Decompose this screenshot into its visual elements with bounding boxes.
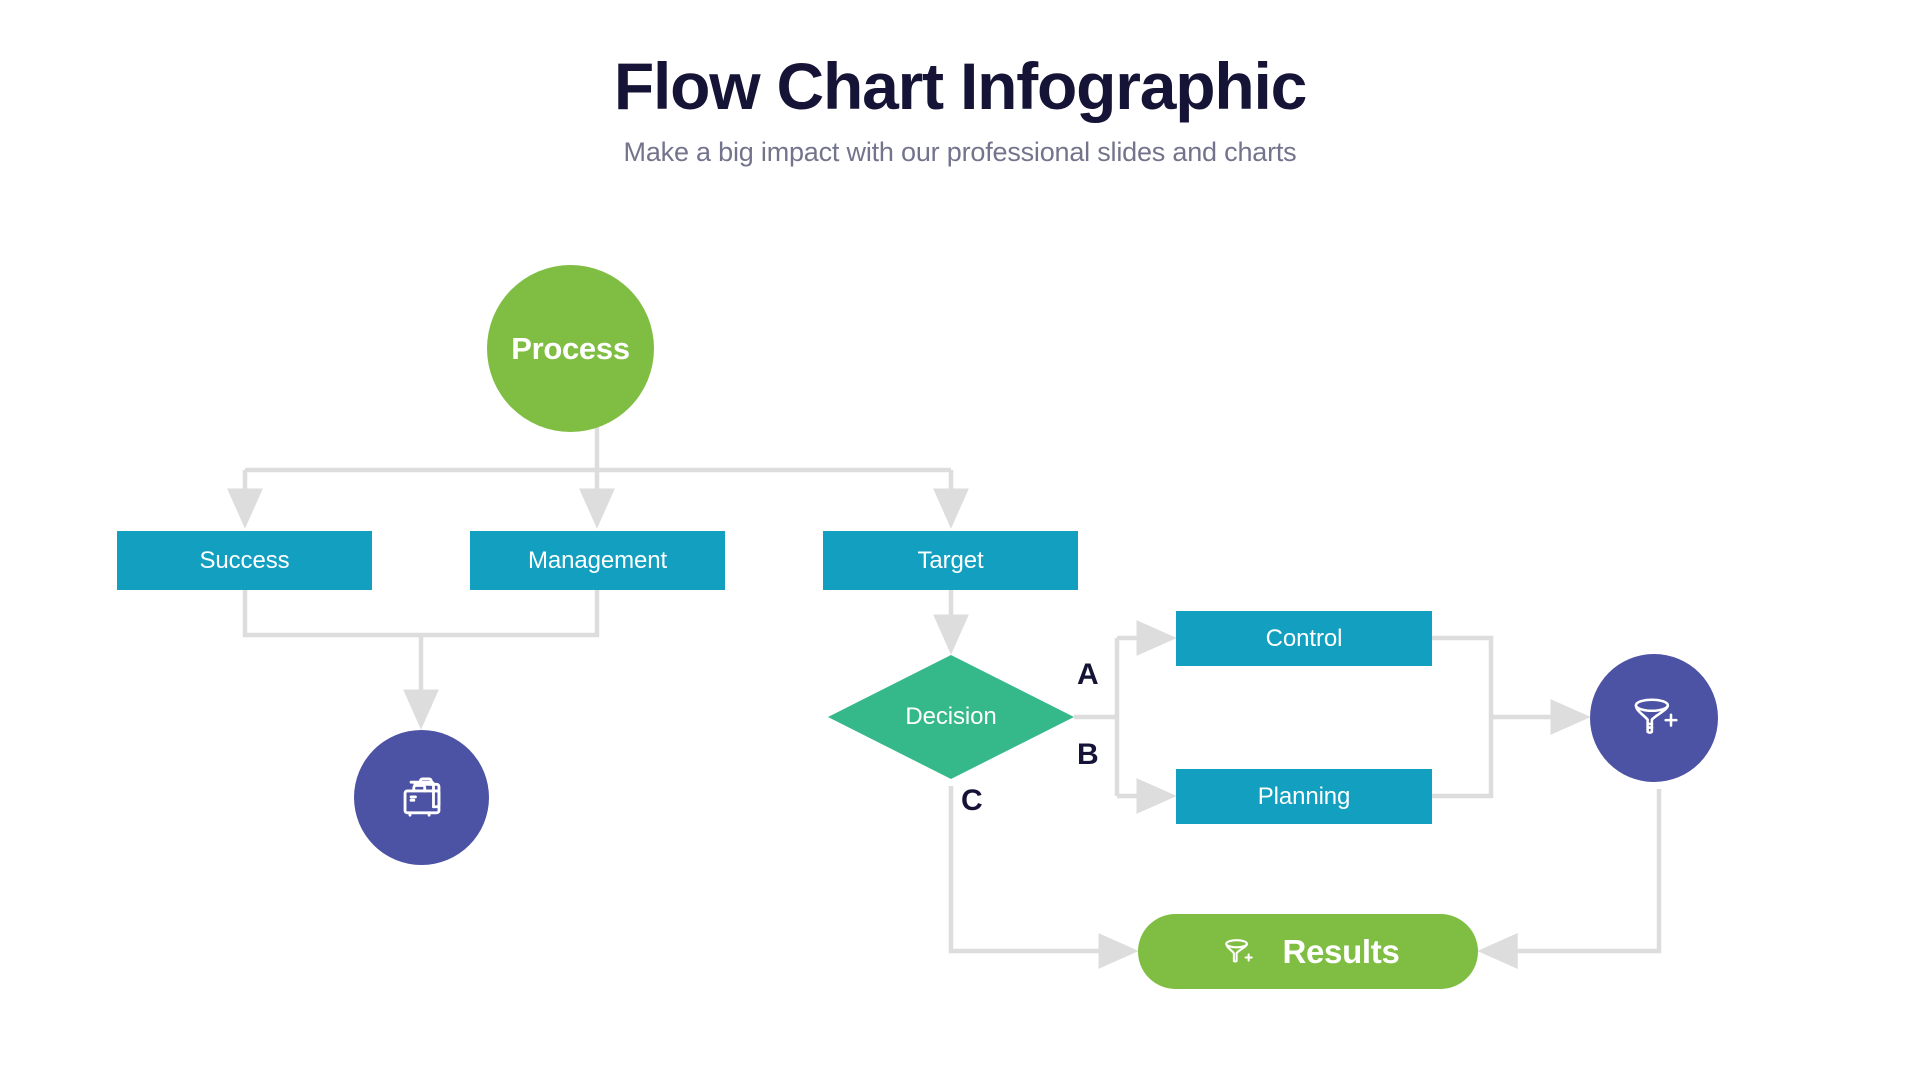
node-target-label: Target <box>917 546 984 574</box>
page-title: Flow Chart Infographic <box>613 49 1307 123</box>
node-decision[interactable]: Decision <box>828 655 1074 779</box>
edge-merge-bus <box>242 590 600 638</box>
branch-label-a: A <box>1077 658 1099 691</box>
node-planning-label: Planning <box>1257 782 1351 810</box>
node-success[interactable]: Success <box>117 531 372 590</box>
header: Flow Chart Infographic Make a big impact… <box>0 49 1920 168</box>
node-management[interactable]: Management <box>470 531 725 590</box>
node-planning[interactable]: Planning <box>1176 769 1432 824</box>
edge-cp-merge <box>1432 635 1494 799</box>
node-management-label: Management <box>527 546 668 574</box>
funnel-plus-icon <box>1225 938 1254 962</box>
node-process-label: Process <box>511 330 630 366</box>
node-funnel-circle[interactable] <box>1590 654 1718 782</box>
node-target[interactable]: Target <box>823 531 1078 590</box>
node-decision-label: Decision <box>905 703 997 730</box>
briefcase-icon <box>403 776 440 817</box>
page-subtitle: Make a big impact with our professional … <box>623 137 1297 168</box>
node-process[interactable]: Process <box>487 265 654 432</box>
node-results-label: Results <box>1282 932 1400 970</box>
funnel-plus-icon <box>1634 698 1678 734</box>
edge-funnel-results <box>1477 789 1662 969</box>
branch-label-c: C <box>961 784 983 817</box>
diamond-shape <box>828 655 1074 779</box>
branch-label-b: B <box>1077 738 1099 771</box>
node-control[interactable]: Control <box>1176 611 1432 666</box>
node-briefcase-circle[interactable] <box>354 730 489 865</box>
node-results[interactable]: Results <box>1138 914 1478 989</box>
node-control-label: Control <box>1265 624 1343 652</box>
node-success-label: Success <box>199 546 290 574</box>
